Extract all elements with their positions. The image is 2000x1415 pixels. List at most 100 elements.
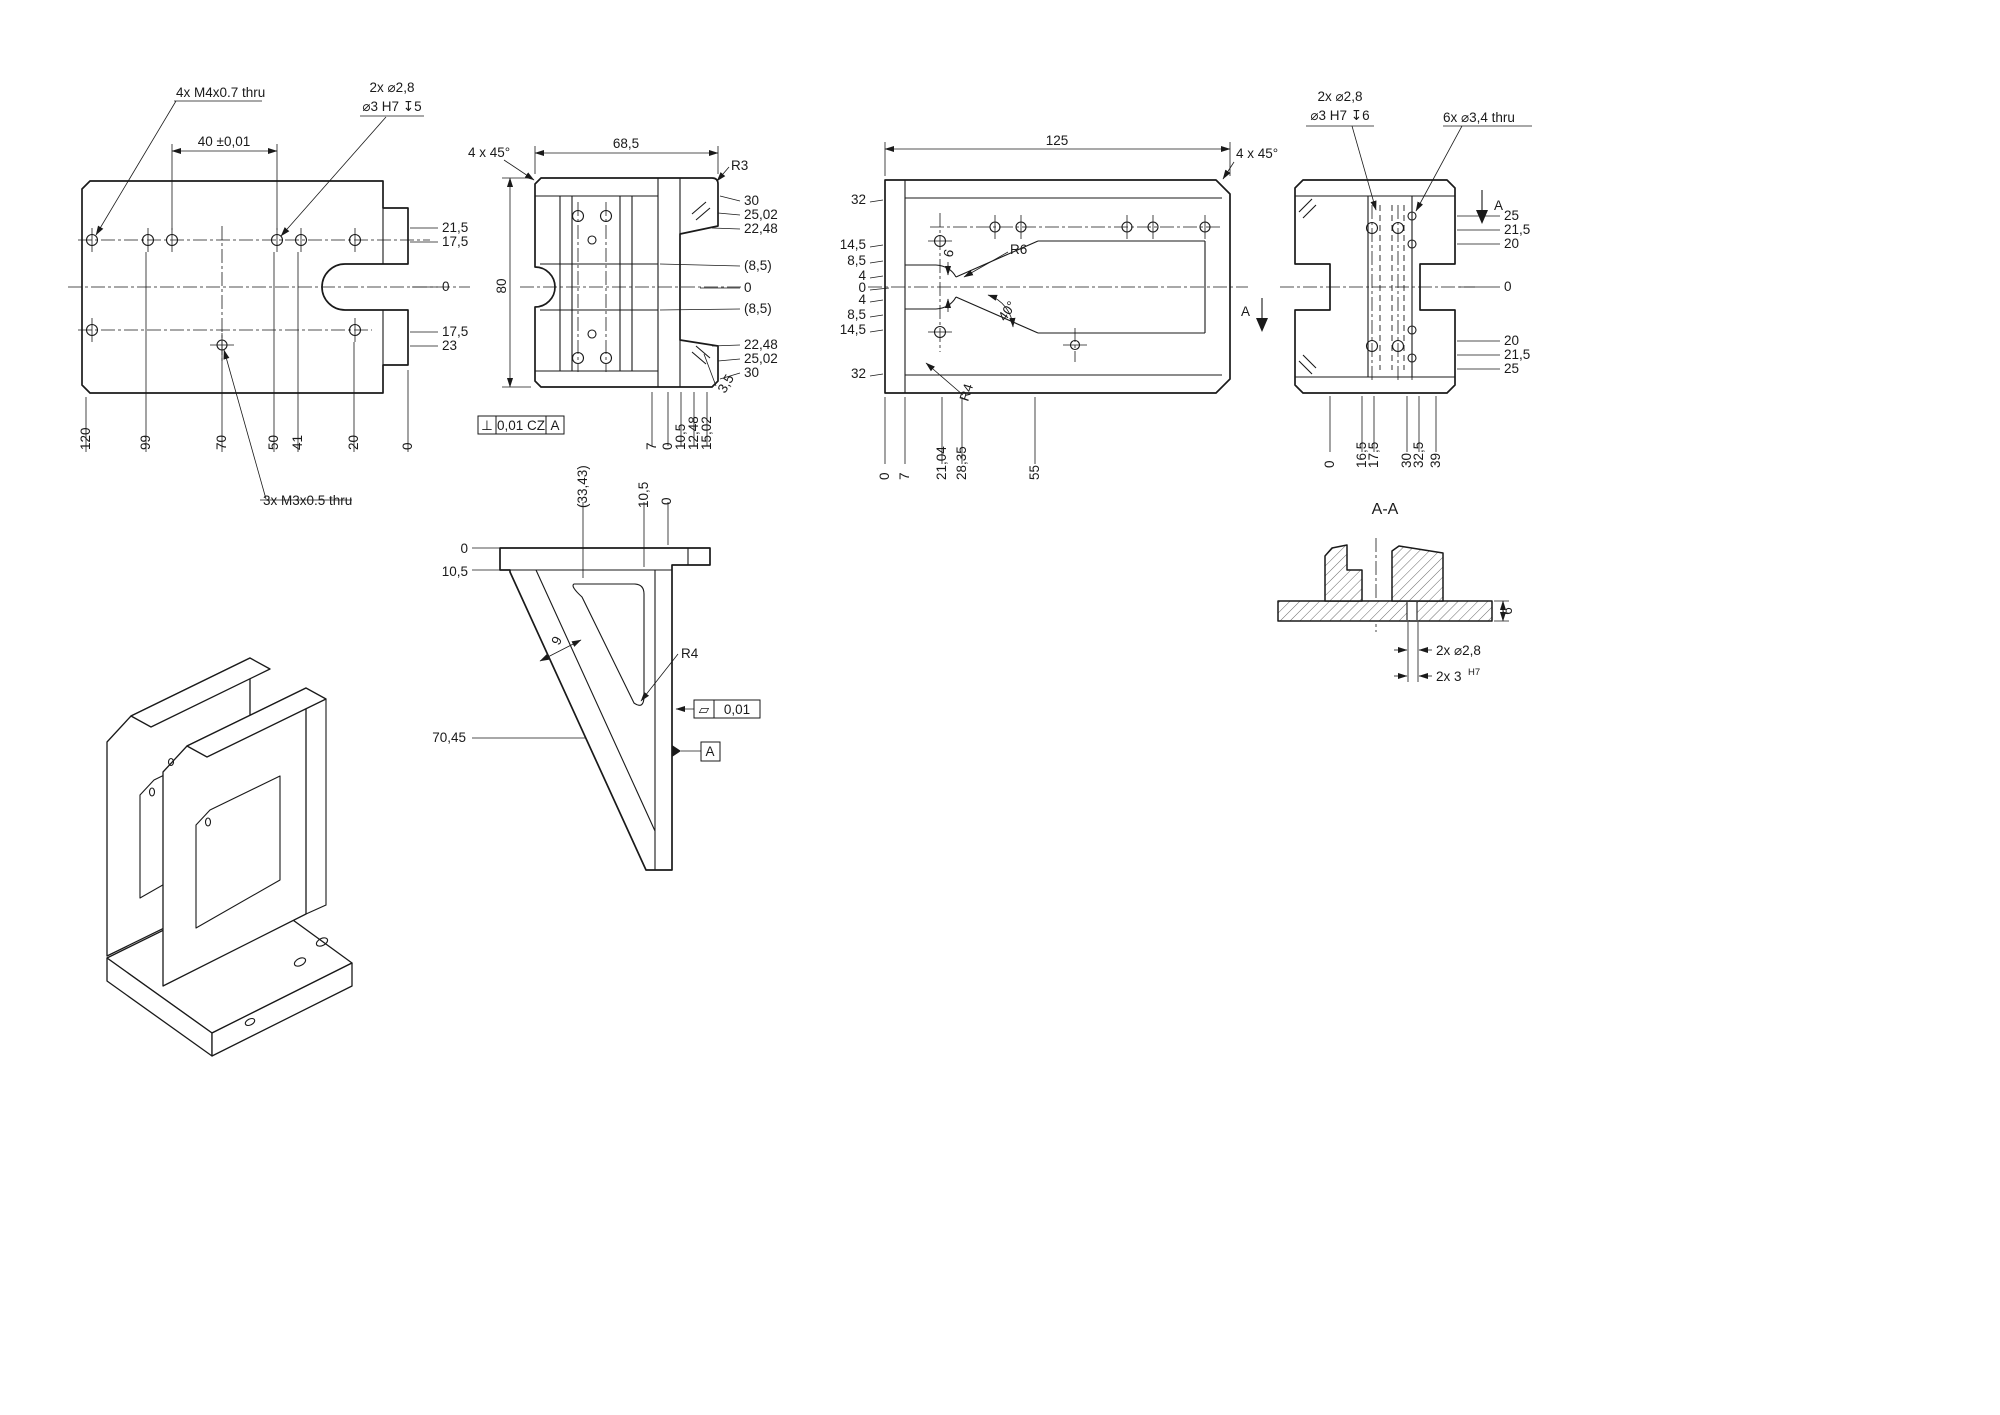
circle-linework [1407, 239, 1417, 249]
dim-label: 125 [1046, 133, 1069, 148]
fcf-datum: A [550, 418, 559, 433]
iso-web2-side [305, 699, 327, 915]
circle-linework [294, 233, 308, 247]
dim-label: (8,5) [744, 301, 772, 316]
hole-callout: 3x M3x0.5 thru [263, 493, 352, 508]
dim-label: 6 [940, 248, 956, 259]
section-title: A-A [1372, 501, 1399, 518]
plan-right-leaders [410, 227, 438, 347]
circle-linework [1407, 211, 1417, 221]
circle-linework [1365, 339, 1379, 353]
section-label: A [1241, 304, 1250, 319]
front-slot-leader [703, 353, 717, 387]
view-top: 125 4 x 45° 32 14,5 8,5 4 0 4 8,5 14,5 3… [840, 133, 1278, 480]
plan-holes [85, 233, 362, 351]
end-leader-pins [1351, 125, 1377, 211]
dim-label: 10,5 [673, 424, 688, 450]
circle-linework [1391, 339, 1405, 353]
dim-label: 14,5 [840, 237, 866, 252]
dim-label: 30 [1399, 453, 1414, 468]
dim-label: 17,5 [1366, 442, 1381, 468]
ellipse-linework [167, 757, 175, 767]
plan-dim40-ext [171, 144, 278, 230]
circle-linework [1407, 325, 1417, 335]
section-base-plate [1277, 600, 1493, 622]
radius-label: R4 [957, 381, 977, 403]
dim-label: 7 [897, 472, 912, 480]
plan-centerlines [68, 226, 470, 364]
hole-callout: 2x ⌀2,8 [370, 80, 415, 95]
plan-leader-m4 [95, 100, 177, 236]
profile-r4-leader [640, 653, 679, 702]
dim-label: 21,5 [1504, 347, 1530, 362]
dim-label: 10,5 [442, 564, 468, 579]
view-section-aa: A-A 6 2x ⌀2,8 2x 3 H7 [1277, 501, 1515, 684]
dim-label: 0 [442, 279, 450, 294]
end-bottom-ext [1329, 396, 1437, 452]
dim-label: 10,5 [636, 482, 651, 508]
profile-outline [499, 547, 711, 871]
front-chamfer-leader [503, 159, 535, 181]
top-bottom-ext [884, 397, 1036, 464]
view-front: ⊥ 0,01 CZ A 4 x 45° 68,5 R3 80 30 25,02 … [468, 136, 778, 450]
dim-label: 0 [858, 280, 866, 295]
hole-callout: ⌀3 H7 ↧6 [1310, 108, 1369, 123]
radius-label: R6 [1010, 242, 1027, 257]
rect-linework [713, 699, 761, 719]
dim-label: 120 [78, 427, 93, 450]
dim-label: 40 ±0,01 [198, 134, 250, 149]
profile-left-ticks [472, 547, 586, 739]
plan-outline [81, 180, 409, 394]
profile-pocket [572, 583, 645, 706]
dim-label: 25 [1504, 208, 1519, 223]
plan-leader-m3 [223, 349, 267, 500]
dim-label: 0 [1504, 279, 1512, 294]
circle-linework [1391, 221, 1405, 235]
section-callout-ext [1407, 622, 1419, 682]
chamfer-note: 4 x 45° [1236, 146, 1278, 161]
hole-callout: 4x M4x0.7 thru [176, 85, 265, 100]
dim-label: 7 [644, 442, 659, 450]
dim-label: 30 [744, 365, 759, 380]
rect-linework [700, 741, 721, 762]
dim-label: 0 [659, 497, 674, 505]
dim-label: 25,02 [744, 351, 778, 366]
circle-linework [1199, 221, 1211, 233]
front-bottom-ext [651, 392, 708, 446]
dim-label: 40° [995, 298, 1019, 323]
front-outline [534, 177, 719, 388]
top-centerlines [868, 213, 1248, 362]
circle-linework [989, 221, 1001, 233]
top-outline [884, 179, 1231, 394]
dim-label: 22,48 [744, 221, 778, 236]
radius-label: R4 [681, 646, 699, 661]
dim-label: 17,5 [442, 324, 468, 339]
dim-label: 8,5 [847, 307, 866, 322]
section-left-wall [1324, 544, 1363, 602]
dim-label: 4 [858, 268, 866, 283]
ellipse-linework [148, 787, 156, 797]
rect-linework [545, 415, 565, 435]
circle-linework [1407, 353, 1417, 363]
view-end: 2x ⌀2,8 ⌀3 H7 ↧6 6x ⌀3,4 thru A A 25 21,… [1241, 89, 1532, 468]
ellipse-linework [204, 817, 212, 827]
plan-callout-underlines [174, 100, 424, 501]
section-cut-arrow-top [1476, 190, 1488, 224]
front-ear-slots [691, 201, 711, 365]
hole-callout: ⌀3 H7 ↧5 [362, 99, 421, 114]
plan-leader-pins [280, 116, 387, 237]
dim-label: 41 [290, 435, 305, 450]
top-edges [904, 180, 1222, 393]
dim-label: 32,5 [1411, 442, 1426, 468]
hole-callout: 6x ⌀3,4 thru [1443, 110, 1515, 125]
circle-linework [216, 339, 228, 351]
section-right-wall [1391, 545, 1444, 602]
circle-linework [270, 233, 284, 247]
front-centerlines [520, 202, 744, 372]
dim-label: (8,5) [744, 258, 772, 273]
view-plan: 4x M4x0.7 thru 2x ⌀2,8 ⌀3 H7 ↧5 40 ±0,01… [68, 80, 470, 508]
dim-label: 0 [460, 541, 468, 556]
front-edges [535, 178, 681, 387]
circle-linework [1365, 221, 1379, 235]
dim-label: 28,35 [954, 446, 969, 480]
